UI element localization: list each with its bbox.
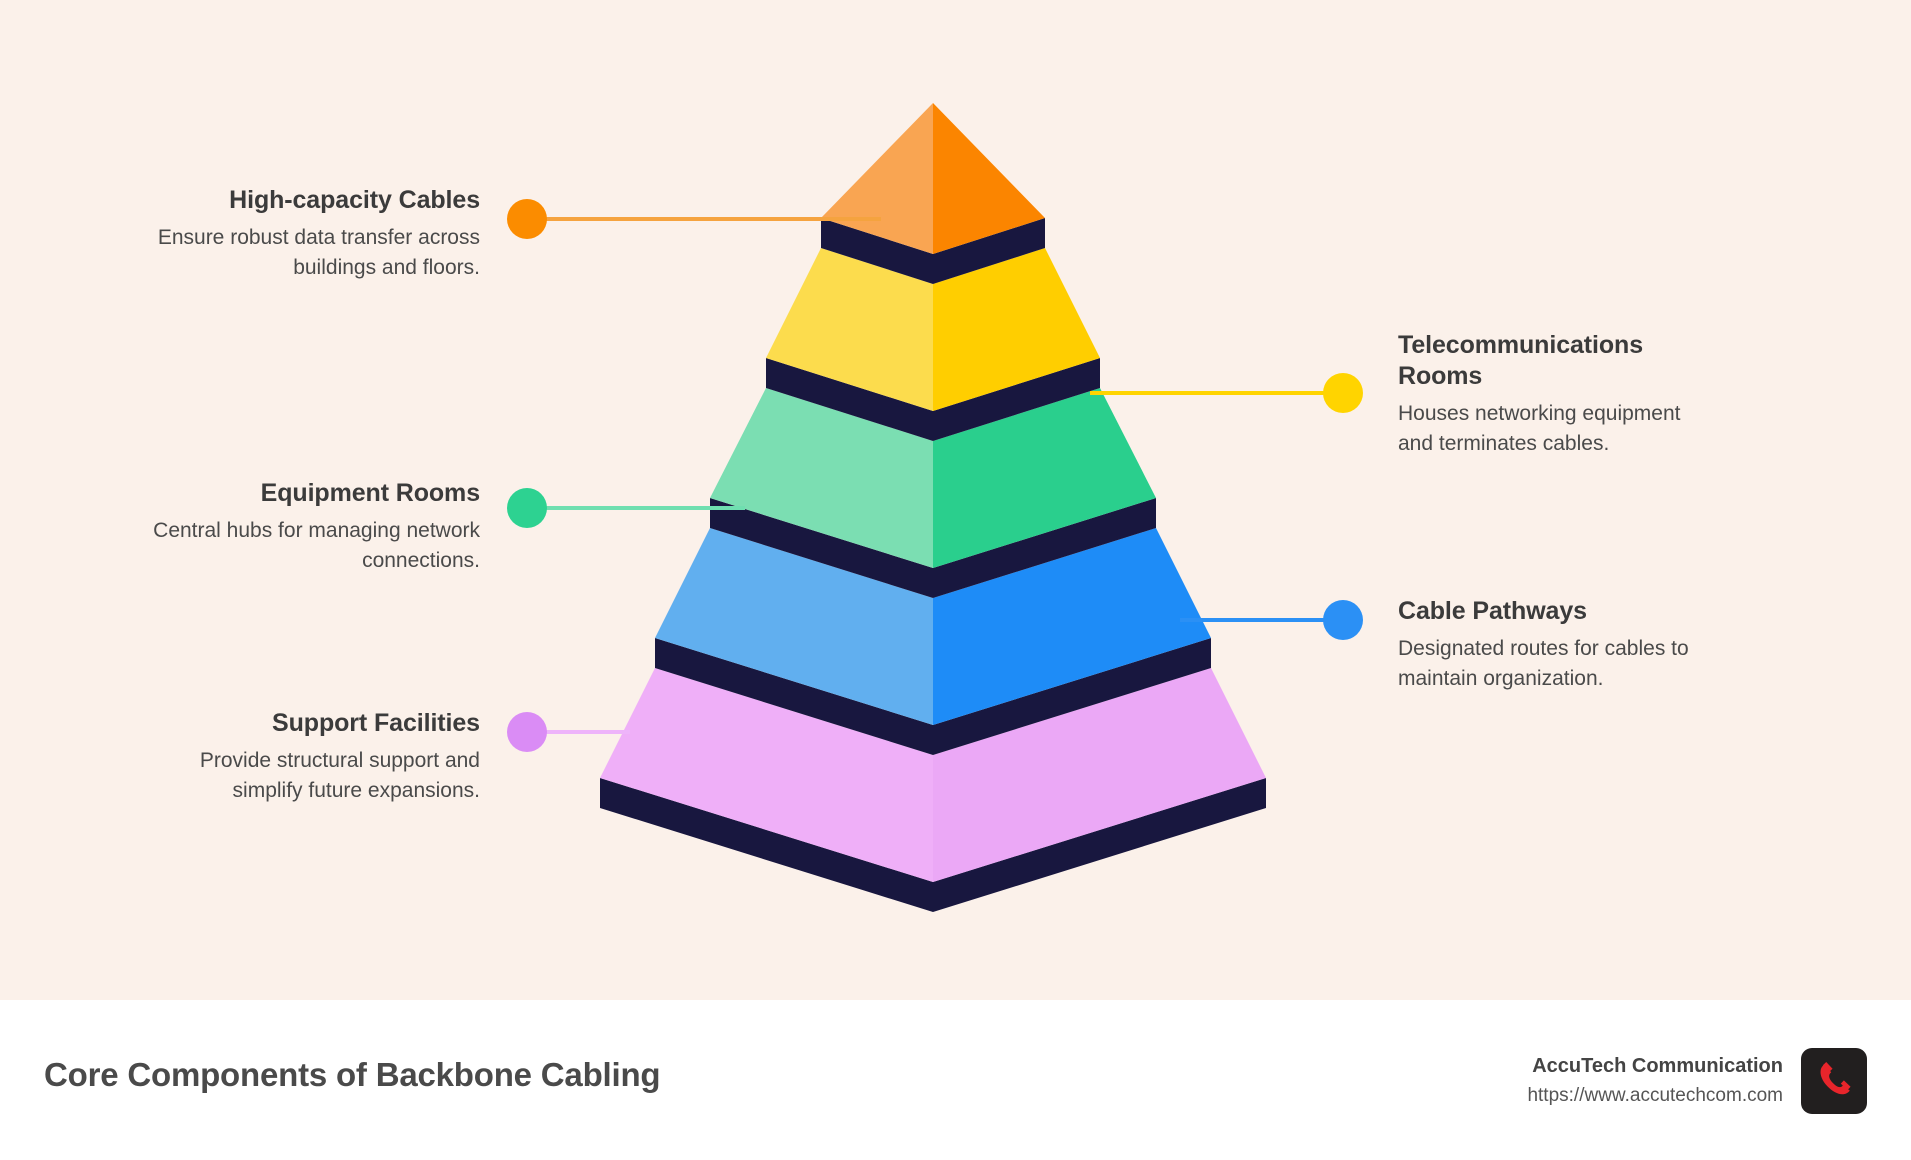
pyramid-layer-1[interactable]: [821, 103, 1045, 284]
label-description: Houses networking equipment and terminat…: [1398, 402, 1681, 455]
layer-4-face-left: [655, 528, 933, 725]
pyramid-chart: [507, 103, 1363, 912]
brand-name: AccuTech Communication: [1532, 1055, 1783, 1078]
layer-2-edge-band: [766, 358, 1100, 441]
layer-3-face-right: [933, 388, 1156, 568]
layer-4-edge-band: [655, 638, 1211, 755]
brand-block[interactable]: AccuTech Communication https://www.accut…: [1527, 1048, 1867, 1114]
connector-layer-5: [507, 712, 630, 752]
brand-text: AccuTech Communication https://www.accut…: [1527, 1053, 1783, 1109]
connector-dot-3[interactable]: [507, 488, 547, 528]
layer-4-face-right: [933, 528, 1211, 725]
layer-3-face-left: [710, 388, 933, 568]
label-description: Provide structural support and simplify …: [199, 749, 480, 802]
layer-1-face-right: [933, 103, 1045, 254]
label-title: Support Facilities: [272, 709, 480, 737]
label-equipment-rooms[interactable]: Equipment Rooms Central hubs for managin…: [150, 478, 480, 576]
connector-layer-3: [507, 488, 745, 528]
connector-dot-5[interactable]: [507, 712, 547, 752]
connector-dot-4[interactable]: [1323, 600, 1363, 640]
label-title: High-capacity Cables: [229, 186, 480, 214]
label-title: Equipment Rooms: [260, 479, 480, 507]
layer-5-face-left: [600, 668, 933, 882]
connector-layer-2: [1090, 373, 1363, 413]
label-description: Ensure robust data transfer across build…: [157, 226, 480, 279]
layer-1-edge-band: [821, 218, 1045, 284]
connector-layer-4: [1180, 600, 1363, 640]
brand-url[interactable]: https://www.accutechcom.com: [1527, 1085, 1783, 1107]
page-title: Core Components of Backbone Cabling: [44, 1056, 661, 1093]
label-title: Cable Pathways: [1398, 597, 1587, 625]
connector-layer-1: [507, 199, 881, 239]
connector-dot-2[interactable]: [1323, 373, 1363, 413]
pyramid-layer-5[interactable]: [600, 668, 1266, 912]
label-description: Central hubs for managing network connec…: [153, 519, 480, 572]
layer-2-face-left: [766, 248, 933, 411]
label-high-capacity-cables[interactable]: High-capacity Cables Ensure robust data …: [150, 185, 480, 283]
footer-bar: Core Components of Backbone Cabling Accu…: [0, 1000, 1911, 1160]
label-cable-pathways[interactable]: Cable Pathways Designated routes for cab…: [1398, 596, 1718, 694]
diagram-area: High-capacity Cables Ensure robust data …: [0, 0, 1911, 1000]
pyramid-layer-3[interactable]: [710, 388, 1156, 598]
pyramid-layer-4[interactable]: [655, 528, 1211, 755]
layer-2-face-right: [933, 248, 1100, 411]
label-telecommunications-rooms[interactable]: Telecommunications Rooms Houses networki…: [1398, 330, 1718, 459]
layer-5-edge-band: [600, 778, 1266, 912]
telephone-handset-icon: [1820, 1062, 1851, 1095]
label-support-facilities[interactable]: Support Facilities Provide structural su…: [150, 708, 480, 806]
brand-logo[interactable]: [1801, 1048, 1867, 1114]
layer-3-edge-band: [710, 498, 1156, 598]
layer-5-face-right: [933, 668, 1266, 882]
connector-dot-1[interactable]: [507, 199, 547, 239]
label-description: Designated routes for cables to maintain…: [1398, 637, 1689, 690]
label-title: Telecommunications Rooms: [1398, 331, 1644, 390]
pyramid-layer-2[interactable]: [766, 248, 1100, 441]
layer-1-face-left: [821, 103, 933, 254]
